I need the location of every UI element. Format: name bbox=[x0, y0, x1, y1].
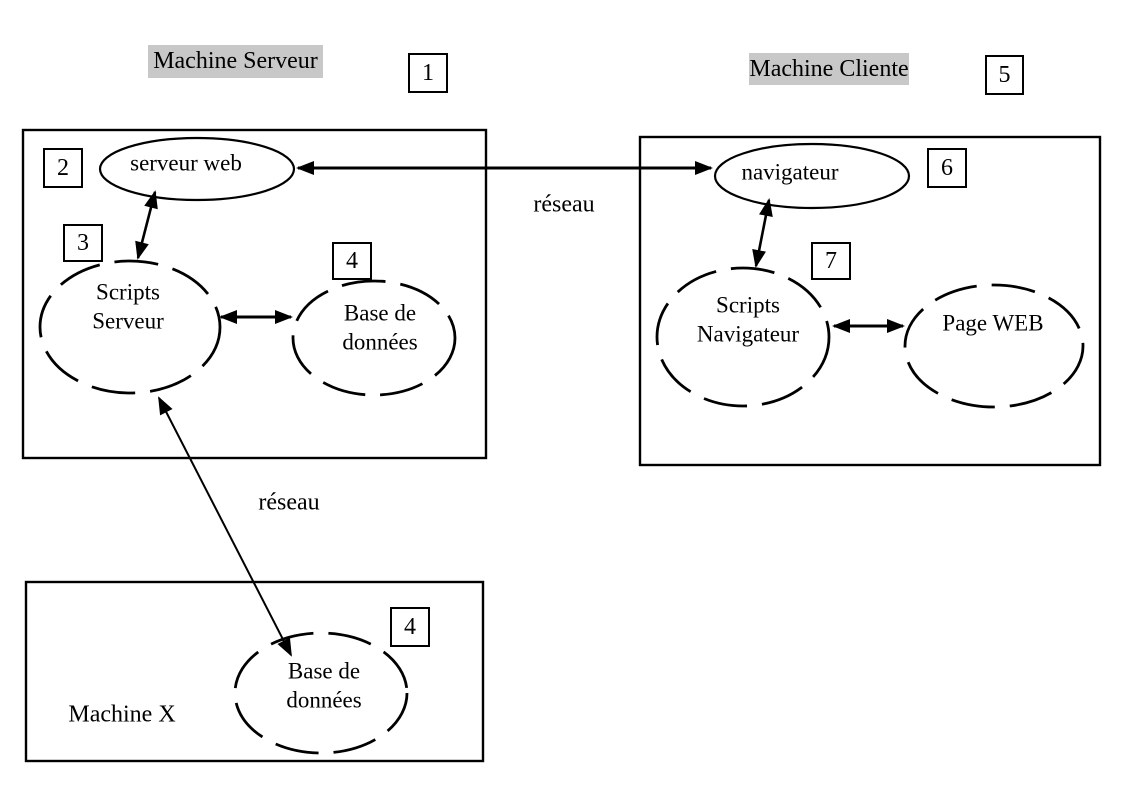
badge-3: 3 bbox=[63, 224, 103, 262]
machine-x-label: Machine X bbox=[68, 701, 176, 728]
web-page-ellipse bbox=[903, 283, 1085, 409]
server-database-label-line2: données bbox=[342, 330, 418, 355]
badge-2: 2 bbox=[43, 148, 83, 188]
network-arrow-scripts-machinex-database bbox=[158, 396, 292, 657]
server-database-label: Base de données bbox=[342, 299, 417, 358]
web-server-label: serveur web bbox=[130, 150, 242, 176]
arrow-webserver-scripts bbox=[135, 190, 158, 260]
server-scripts-label-line2: Serveur bbox=[92, 309, 164, 334]
client-machine-outline bbox=[638, 135, 1102, 467]
badge-4-machine-x: 4 bbox=[390, 607, 430, 647]
network-label-bottom: réseau bbox=[258, 489, 320, 516]
browser-ellipse bbox=[713, 142, 911, 210]
server-scripts-label: Scripts Serveur bbox=[92, 278, 164, 337]
server-scripts-ellipse bbox=[38, 259, 222, 395]
browser-scripts-label-line1: Scripts bbox=[716, 292, 780, 318]
web-page-label: Page WEB bbox=[942, 310, 1044, 336]
network-label-top: réseau bbox=[533, 191, 595, 218]
web-server-ellipse bbox=[98, 136, 296, 202]
server-scripts-label-line1: Scripts bbox=[96, 279, 160, 305]
machine-x-database-label-line1: Base de bbox=[287, 658, 361, 684]
badge-5: 5 bbox=[985, 55, 1024, 95]
server-machine-title: Machine Serveur bbox=[148, 45, 323, 78]
machine-x-database-label-line2: données bbox=[286, 688, 362, 713]
badge-4-server: 4 bbox=[332, 242, 372, 280]
server-database-label-line1: Base de bbox=[343, 300, 417, 326]
browser-scripts-ellipse bbox=[655, 266, 831, 408]
arrow-browser-scripts bbox=[752, 198, 773, 268]
machine-x-database-ellipse bbox=[233, 631, 409, 755]
browser-label: navigateur bbox=[741, 159, 839, 185]
machine-x-database-label: Base de données bbox=[286, 657, 361, 716]
badge-7: 7 bbox=[811, 242, 851, 280]
browser-scripts-label: Scripts Navigateur bbox=[697, 291, 799, 350]
server-database-ellipse bbox=[291, 279, 457, 397]
badge-6: 6 bbox=[927, 148, 967, 188]
client-machine-title: Machine Cliente bbox=[749, 53, 909, 85]
badge-1: 1 bbox=[408, 53, 448, 93]
browser-scripts-label-line2: Navigateur bbox=[696, 322, 800, 347]
